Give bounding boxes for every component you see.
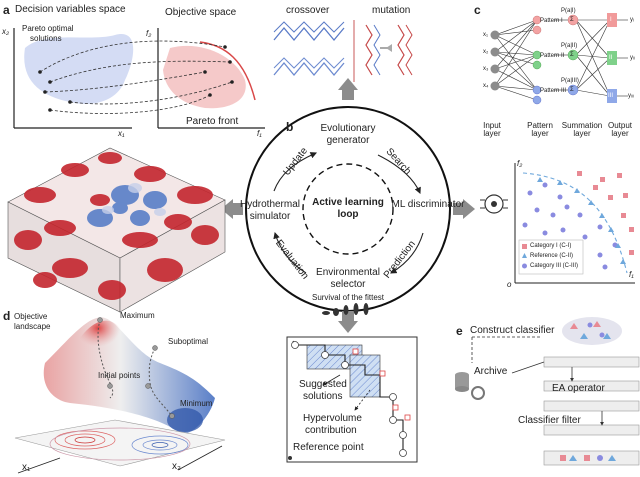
output-2: II [609,55,613,61]
output-3: III [608,93,614,99]
cls-origin: o [507,280,512,289]
out-y2: yᵢᵢ [630,55,635,61]
legend-category-1: Category I (C-I) [530,243,572,249]
environmental-selector-label: Environmental selector [303,267,393,290]
chip-icon [480,190,508,218]
ea-operator-label: EA operator [552,383,605,394]
panel-label-e: e [456,324,463,338]
objective-landscape-drawing [14,317,226,474]
evolutionary-generator-label: Evolutionary generator [303,123,393,146]
input-x1: x₁ [483,32,489,38]
operators-drawing [273,20,413,82]
axis-f1-label: f₁ [257,129,262,138]
pareto-front-label: Pareto front [186,116,239,127]
crystal-structure-panel [0,140,228,313]
suboptimal-label: Suboptimal [168,337,209,346]
survival-label: Survival of the fittest [311,293,385,302]
layer-pattern: Pattern layer [527,121,553,138]
cls-axis-f2: f₂ [517,159,523,168]
input-x4: x₄ [483,83,489,89]
layer-input: Input layer [483,121,501,138]
active-learning-loop-text: Active learning loop [312,197,384,220]
genetic-operators: crossover mutation [268,0,433,90]
loop-drawing [221,78,475,333]
panel-c: c x₁ x₂ x₃ x₄ Pattern [470,0,640,150]
cls-axis-f1: f₁ [629,270,634,279]
environmental-selector-text: Environmental selector [316,267,380,290]
objective-space-title: Objective space [165,7,237,18]
input-x3: x₃ [483,66,489,72]
axis-f2-label: f₂ [146,29,152,38]
maximum-label: Maximum [120,311,155,320]
axis-x2-label-d: x₂ [172,461,181,472]
panel-label-c: c [474,3,481,17]
evolutionary-generator-text: Evolutionary generator [320,123,376,146]
solutions-label: solutions [30,34,62,43]
active-learning-loop: Active learning loop [308,197,388,221]
panel-label-a: a [3,3,10,17]
hypervolume-label: Hypervolume [303,413,362,424]
prob-2: P(a|II) [561,43,578,49]
contribution-label: contribution [305,425,357,436]
ml-discriminator-text: ML discriminator [391,199,465,210]
reference-point-label: Reference point [293,442,364,453]
panel-a: a Decision variables space Objective spa… [0,0,270,140]
layer-output: Output layer [607,121,633,138]
classifier-filter-label: Classifier filter [518,415,581,426]
pattern-3-label: Pattern III [540,88,567,94]
archive-label: Archive [474,366,508,377]
crossover-label: crossover [286,5,330,16]
ml-discriminator-label: ML discriminator [388,199,468,211]
axis-x2-label: x₂ [2,27,10,36]
input-x2: x₂ [483,49,489,55]
layer-summation: Summation layer [561,121,603,138]
mutation-label: mutation [372,5,411,16]
hydrothermal-simulator-text: Hydrothermal simulator [239,199,301,222]
panel-d: d Objective landscape Maximum Suboptimal… [0,308,230,477]
panel-label-b: b [286,120,294,134]
panel-b: b Evolutionary generator ML discriminato… [221,78,475,335]
decision-space-title: Decision variables space [15,4,126,15]
sigma-1: Σ [570,17,574,23]
pattern-1-label: Pattern I [540,18,563,24]
output-1: I [610,17,612,23]
pareto-optimal-label: Pareto optimal [22,24,74,33]
out-y1: yᵢ [630,17,634,23]
landscape-label: landscape [14,322,51,331]
initial-points-label: Initial points [98,371,141,380]
pnn-network-drawing [490,13,628,105]
classification-panel: Category I (C-I) Reference (C-II) Catego… [505,155,640,295]
minimum-label: Minimum [180,399,213,408]
legend-reference: Reference (C-II) [530,253,574,259]
axis-x1-label: x₁ [118,129,125,138]
panel-e-drawing [455,317,640,466]
crystal-structure-drawing [7,147,226,313]
panel-e: e Construct classifier Archive EA operat… [452,315,640,477]
panel-a-drawing [13,28,265,129]
suggested-label: Suggested [299,379,347,390]
sigma-3: Σ [570,87,574,93]
sigma-2: Σ [570,52,574,58]
panel-label-d: d [3,309,11,323]
axis-x1-label-d: x₁ [22,462,31,473]
prob-1: P(a|I) [561,8,576,14]
classification-plot [514,163,635,284]
construct-classifier-label: Construct classifier [470,325,555,336]
legend-category-3: Category III (C-III) [530,263,579,269]
hydrothermal-simulator-label: Hydrothermal simulator [230,199,310,222]
suggested-solutions-label: solutions [303,391,343,402]
hypervolume-panel: Suggested solutions Hypervolume contribu… [285,335,420,465]
pattern-2-label: Pattern II [540,53,565,59]
out-y3: yᵢᵢᵢ [628,93,634,99]
objective-label: Objective [14,312,48,321]
prob-3: P(a|III) [561,78,579,84]
hypervolume-drawing [286,336,418,463]
chip-icon-drawing [480,194,508,214]
